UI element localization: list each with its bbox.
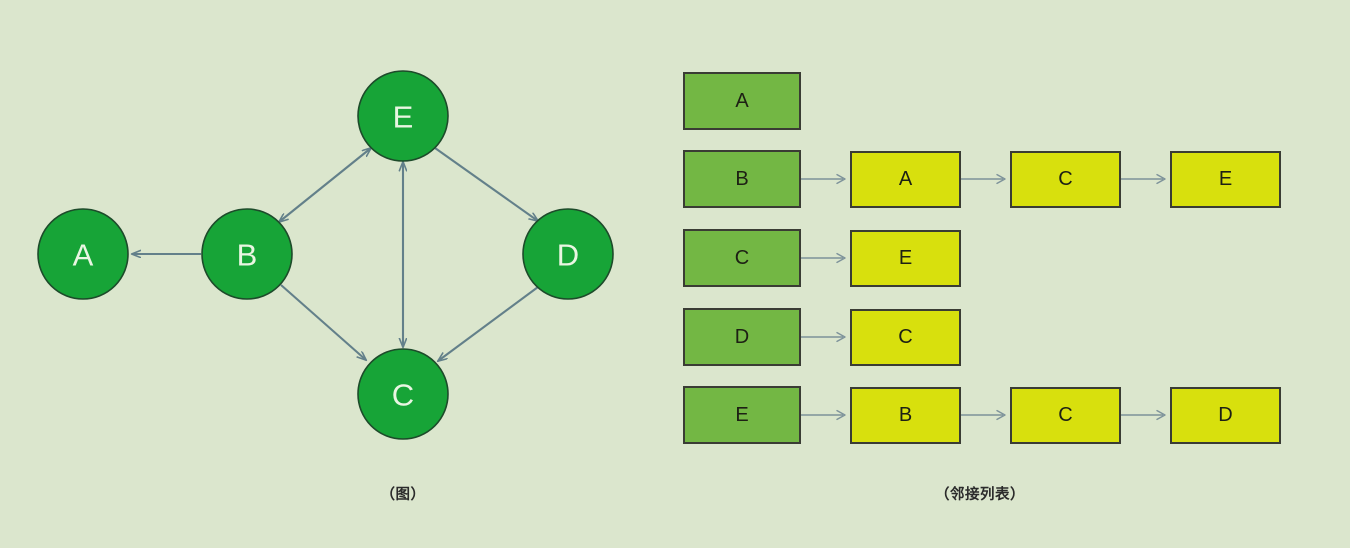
graph-node-c[interactable]: C	[357, 348, 449, 440]
adjacency-node-box[interactable]: A	[850, 150, 961, 208]
graph-node-e-label: E	[393, 100, 414, 135]
adjacency-head-box-b[interactable]: B	[683, 150, 801, 208]
graph-panel: A B C D E （图）	[0, 0, 670, 548]
edge-b-e-bidirectional	[279, 148, 371, 222]
adjacency-arrow-icon	[801, 331, 850, 343]
adjacency-head-box-e[interactable]: E	[683, 386, 801, 444]
adjacency-row-d: D C	[683, 307, 961, 367]
adjacency-node-box[interactable]: E	[1170, 150, 1281, 208]
edge-e-to-d	[434, 147, 538, 221]
adjacency-head-box-c[interactable]: C	[683, 229, 801, 287]
adjacency-row-e: E B C D	[683, 385, 1281, 445]
edge-b-to-c	[280, 284, 366, 360]
graph-node-d-label: D	[557, 238, 579, 273]
adjacency-node-box[interactable]: E	[850, 229, 961, 287]
graph-nodes: A B C D E	[37, 70, 614, 440]
adjacency-arrow-icon	[961, 173, 1010, 185]
graph-node-c-label: C	[392, 378, 414, 413]
graph-caption: （图）	[380, 487, 426, 503]
graph-node-e[interactable]: E	[357, 70, 449, 162]
adjacency-list-caption: （邻接列表）	[935, 487, 1025, 503]
adjacency-row-a: A	[683, 71, 801, 131]
adjacency-node-box[interactable]: C	[1010, 386, 1121, 444]
graph-node-d[interactable]: D	[522, 208, 614, 300]
edge-d-to-c	[438, 286, 539, 361]
adjacency-node-box[interactable]: C	[1010, 150, 1121, 208]
adjacency-arrow-icon	[801, 409, 850, 421]
graph-node-a-label: A	[73, 238, 94, 273]
adjacency-row-b: B A C E	[683, 149, 1281, 209]
graph-node-b-label: B	[237, 238, 258, 273]
adjacency-node-box[interactable]: C	[850, 308, 961, 366]
graph-node-a[interactable]: A	[37, 208, 129, 300]
adjacency-arrow-icon	[801, 173, 850, 185]
adjacency-arrow-icon	[1121, 173, 1170, 185]
graph-svg: A B C D E	[37, 70, 614, 440]
adjacency-head-box-d[interactable]: D	[683, 308, 801, 366]
adjacency-arrow-icon	[801, 252, 850, 264]
adjacency-head-box-a[interactable]: A	[683, 72, 801, 130]
adjacency-node-box[interactable]: B	[850, 386, 961, 444]
graph-edges	[132, 148, 538, 361]
adjacency-node-box[interactable]: D	[1170, 386, 1281, 444]
graph-node-b[interactable]: B	[201, 208, 293, 300]
adjacency-arrow-icon	[1121, 409, 1170, 421]
adjacency-list-panel: A B A C E C E D	[670, 0, 1350, 548]
adjacency-row-c: C E	[683, 228, 961, 288]
adjacency-arrow-icon	[961, 409, 1010, 421]
